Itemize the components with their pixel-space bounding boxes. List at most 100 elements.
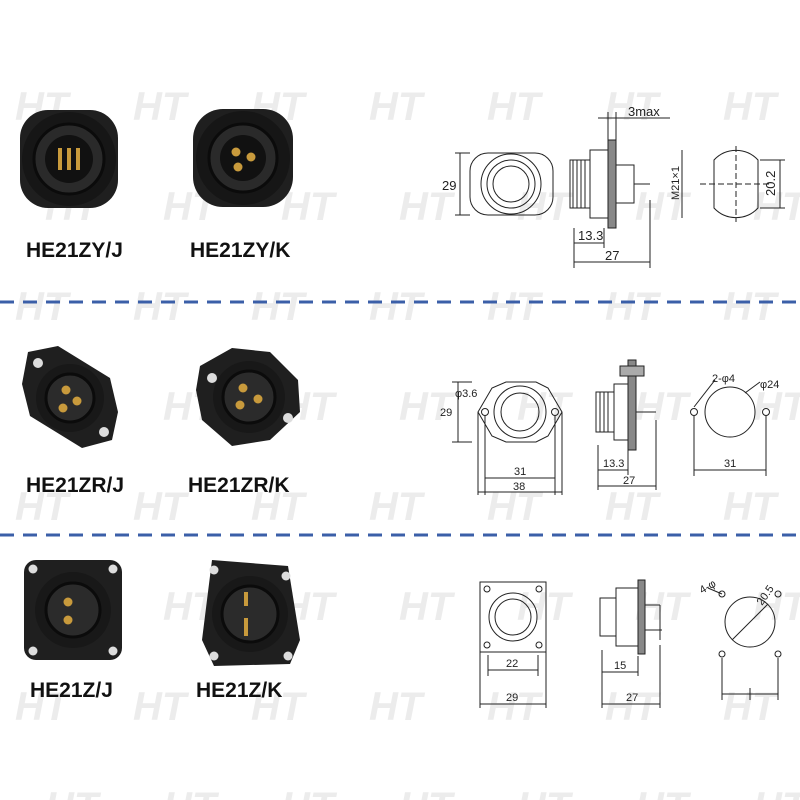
pin: [244, 618, 248, 636]
watermark-text: HT: [45, 785, 102, 800]
product-label: HE21ZY/K: [190, 239, 290, 262]
dim-label: 27: [623, 475, 635, 487]
product-photo-he21zr-j: [22, 346, 118, 448]
watermark-text: HT: [15, 485, 72, 529]
watermark-text: HT: [369, 285, 426, 329]
drawing-side-view: 3max 13.3 27 M21×1: [569, 104, 683, 268]
dim-label: 31: [514, 466, 526, 478]
watermark-text: HT: [753, 385, 800, 429]
dim-label: 20.2: [763, 171, 778, 196]
watermark-text: HT: [723, 685, 780, 729]
product-label: HE21ZR/J: [26, 474, 124, 497]
pin: [246, 152, 256, 162]
dim-label: 22: [506, 658, 518, 670]
dim-label: 29: [442, 178, 456, 193]
pin: [253, 394, 263, 404]
dim-label: 3max: [628, 104, 660, 119]
watermark-layer: HT HT HT HT HT HT HT HT HT HT HT HT HT HT HT HT HT HT HT HT…: [15, 85, 800, 800]
watermark-text: HT: [753, 585, 800, 629]
dim-label: 29: [440, 407, 452, 419]
watermark-text: HT: [399, 585, 456, 629]
pin: [238, 383, 248, 393]
watermark-text: HT: [15, 685, 72, 729]
dim-label: M21×1: [670, 166, 682, 200]
watermark-text: HT: [369, 485, 426, 529]
watermark-text: HT: [281, 785, 338, 800]
dim-label: 15: [614, 660, 626, 672]
watermark-text: HT: [369, 685, 426, 729]
product-label: HE21Z/K: [196, 679, 282, 702]
pin: [61, 385, 71, 395]
watermark-text: HT: [635, 185, 692, 229]
watermark-text: HT: [635, 385, 692, 429]
product-photo-he21z-j: [24, 560, 122, 660]
watermark-text: HT: [251, 685, 308, 729]
watermark-text: HT: [487, 85, 544, 129]
watermark-text: HT: [251, 485, 308, 529]
dim-label: 4-φ: [698, 578, 719, 597]
pin: [58, 403, 68, 413]
drawing-front-view: 29 φ3.6 31 38: [440, 381, 563, 495]
watermark-text: HT: [605, 485, 662, 529]
watermark-text: HT: [163, 785, 220, 800]
dim-label: φ24: [760, 379, 779, 391]
watermark-text: HT: [487, 285, 544, 329]
watermark-text: HT: [605, 85, 662, 129]
pin: [58, 148, 62, 170]
drawing-front-view: 29: [442, 152, 554, 216]
dim-label: 13.3: [603, 458, 624, 470]
pin: [76, 148, 80, 170]
product-photo-he21zy-j: [20, 110, 118, 208]
watermark-text: HT: [517, 785, 574, 800]
dim-label: 27: [626, 692, 638, 704]
drawing-front-view: 22 29: [479, 581, 547, 708]
watermark-text: HT: [605, 285, 662, 329]
watermark-text: HT: [369, 85, 426, 129]
watermark-text: HT: [517, 185, 574, 229]
watermark-text: HT: [723, 85, 780, 129]
dim-label: 29: [506, 692, 518, 704]
pin: [72, 396, 82, 406]
drawing-panel-cutout: 4-φ 20.5: [698, 578, 782, 700]
watermark-text: HT: [399, 785, 456, 800]
pin: [233, 162, 243, 172]
product-photo-he21z-k: [202, 560, 300, 666]
dim-label: 38: [513, 481, 525, 493]
dim-label: 27: [605, 248, 619, 263]
pin: [63, 615, 73, 625]
pin: [231, 147, 241, 157]
product-photo-he21zy-k: [193, 109, 293, 207]
pin: [244, 592, 248, 606]
watermark-text: HT: [133, 685, 190, 729]
drawing-panel-cutout: 20.2: [700, 146, 785, 222]
product-label: HE21ZY/J: [26, 239, 123, 262]
dim-label: 13.3: [578, 228, 603, 243]
dim-label: 31: [724, 458, 736, 470]
dim-label: 2-φ4: [712, 373, 735, 385]
watermark-text: HT: [133, 485, 190, 529]
pin: [63, 597, 73, 607]
watermark-text: HT: [635, 785, 692, 800]
drawing-side-view: 13.3 27: [595, 359, 657, 490]
watermark-text: HT: [133, 285, 190, 329]
watermark-text: HT: [15, 285, 72, 329]
watermark-text: HT: [723, 485, 780, 529]
pin: [235, 400, 245, 410]
watermark-text: HT: [753, 185, 800, 229]
drawing-side-view: 15 27: [599, 579, 662, 708]
watermark-text: HT: [251, 285, 308, 329]
product-label: HE21Z/J: [30, 679, 113, 702]
watermark-text: HT: [723, 285, 780, 329]
watermark-text: HT: [399, 385, 456, 429]
watermark-text: HT: [605, 685, 662, 729]
watermark-text: HT: [517, 585, 574, 629]
product-photo-he21zr-k: [196, 348, 300, 446]
watermark-text: HT: [281, 185, 338, 229]
watermark-text: HT: [487, 685, 544, 729]
pin: [67, 148, 71, 170]
dim-label: φ3.6: [455, 388, 477, 400]
watermark-text: HT: [399, 185, 456, 229]
watermark-text: HT: [753, 785, 800, 800]
drawing-panel-cutout: 2-φ4 φ24 31: [690, 373, 779, 476]
